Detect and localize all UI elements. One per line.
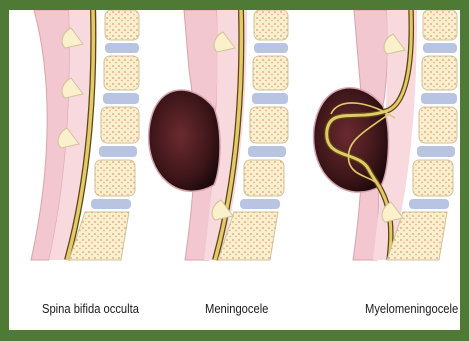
meningocele-sac	[149, 90, 220, 191]
caption-myelomeningocele: Myelomeningocele	[365, 301, 458, 316]
occulta-figure	[31, 10, 139, 260]
spina-bifida-illustration	[9, 10, 460, 330]
meningocele-figure	[149, 10, 288, 260]
caption-spina-bifida-occulta: Spina bifida occulta	[42, 301, 139, 316]
myelomeningocele-figure	[314, 10, 457, 260]
caption-meningocele: Meningocele	[205, 301, 268, 316]
diagram-panel: Spina bifida occulta Meningocele Myelome…	[9, 10, 460, 330]
